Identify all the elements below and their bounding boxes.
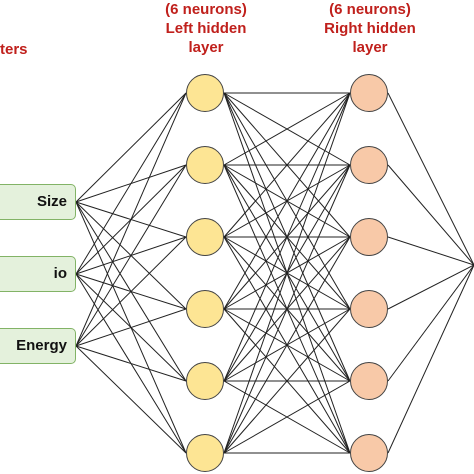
right-hidden-neuron <box>350 434 388 472</box>
left-hidden-neuron <box>186 74 224 112</box>
connection-edge <box>223 380 351 454</box>
right-hidden-title-2: layer <box>352 39 388 56</box>
right-hidden-neuron <box>350 362 388 400</box>
connection-edge <box>75 345 187 454</box>
connection-edge <box>75 345 187 382</box>
right-hidden-count: (6 neurons) <box>329 1 411 18</box>
left-hidden-title-1: Left hidden <box>165 20 247 37</box>
left-hidden-count: (6 neurons) <box>165 1 247 18</box>
left-hidden-neuron <box>186 146 224 184</box>
connection-edge <box>75 164 187 347</box>
left-hidden-neuron <box>186 218 224 256</box>
connection-edge <box>75 92 187 203</box>
connection-edge <box>223 92 351 310</box>
connection-edge <box>223 92 351 238</box>
connection-edge <box>75 92 187 347</box>
input-label-energy: Energy <box>16 337 67 354</box>
connection-edge <box>387 92 474 266</box>
connection-edge <box>223 164 351 454</box>
left-hidden-neuron <box>186 290 224 328</box>
right-hidden-neuron <box>350 218 388 256</box>
input-node-ratio: io <box>0 256 76 292</box>
input-layer-header-text: ters <box>0 41 28 58</box>
input-label-size: Size <box>36 193 67 210</box>
right-hidden-neuron <box>350 146 388 184</box>
connection-edge <box>387 236 474 266</box>
right-hidden-neuron <box>350 290 388 328</box>
connection-edge <box>223 236 351 454</box>
connection-edge <box>387 164 474 266</box>
left-hidden-neuron <box>186 434 224 472</box>
connection-edge <box>387 264 474 454</box>
input-node-energy: Energy <box>0 328 76 364</box>
connection-edge <box>75 236 187 347</box>
connection-edge <box>75 308 187 347</box>
right-hidden-neuron <box>350 74 388 112</box>
left-hidden-neuron <box>186 362 224 400</box>
connection-edge <box>387 264 474 310</box>
connection-edge <box>223 92 351 382</box>
input-label-ratio: io <box>53 265 67 282</box>
left-hidden-title-2: layer <box>188 39 224 56</box>
right-hidden-header: (6 neurons) Right hidden layer <box>312 0 428 57</box>
right-hidden-title-1: Right hidden <box>324 20 416 37</box>
input-node-size: Size <box>0 184 76 220</box>
connection-edge <box>223 92 351 454</box>
connection-edge <box>387 264 474 382</box>
connection-edge <box>75 92 187 275</box>
input-layer-header: ters <box>0 40 28 59</box>
left-hidden-header: (6 neurons) Left hidden layer <box>148 0 264 57</box>
connection-edge <box>223 308 351 454</box>
connection-edge <box>223 92 351 166</box>
